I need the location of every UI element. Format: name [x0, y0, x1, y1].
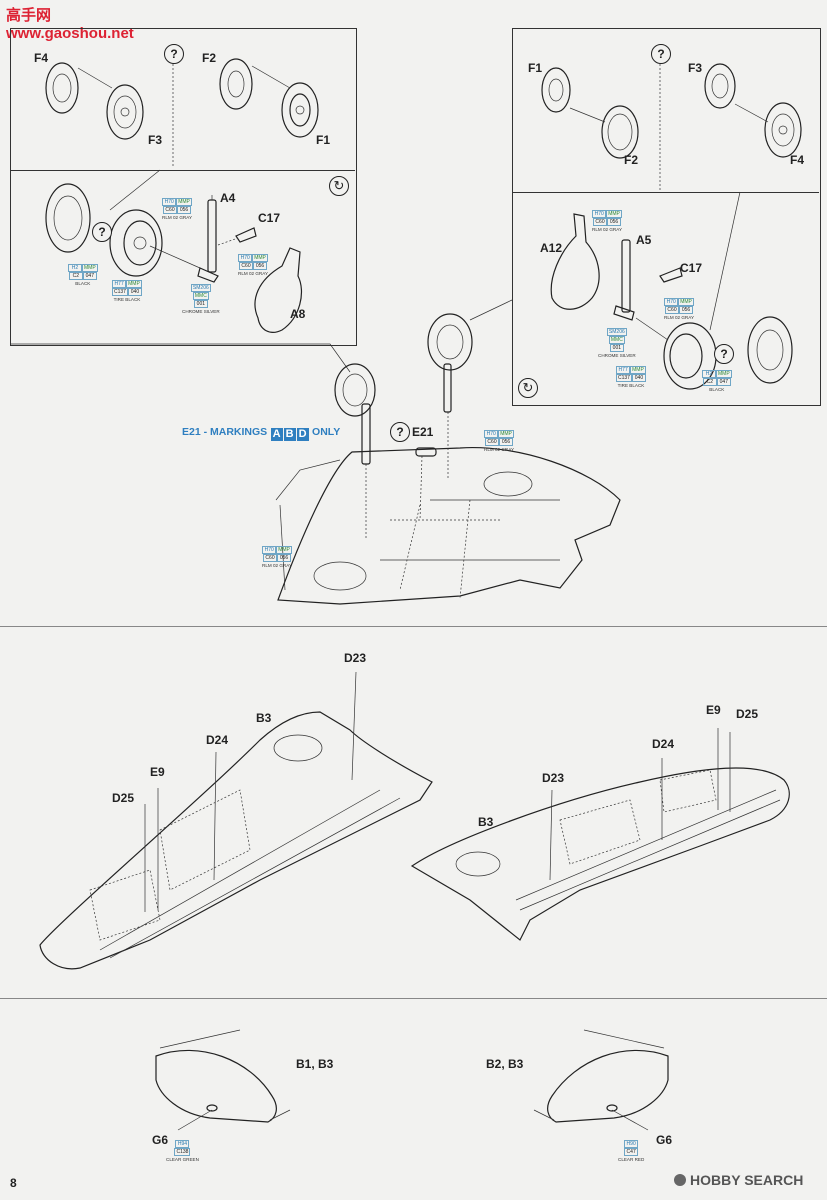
wheel-f4-right — [764, 102, 802, 158]
question-icon: ? — [651, 44, 671, 64]
label-b1-b3: B1, B3 — [296, 1057, 334, 1071]
part-c17-right — [659, 267, 683, 283]
right-callout-divider — [512, 192, 819, 193]
wheel-f3-left — [106, 84, 144, 140]
label-c17: C17 — [680, 261, 703, 275]
right-assembled-gear — [427, 313, 473, 478]
center-wing-underside — [275, 446, 621, 605]
footer-brand: HOBBY SEARCH — [674, 1172, 803, 1188]
label-d24: D24 — [652, 737, 675, 751]
marking-d: D — [296, 428, 309, 441]
left-gear-wheel — [109, 209, 163, 277]
label-f1: F1 — [316, 133, 331, 147]
label-g6: G6 — [152, 1133, 169, 1147]
section-separator-2 — [0, 998, 827, 999]
wheel-f4-left — [45, 62, 79, 114]
label-a4: A4 — [220, 191, 236, 205]
left-gear-strut — [197, 195, 219, 283]
label-d25: D25 — [736, 707, 759, 721]
label-d25: D25 — [112, 791, 135, 805]
label-a12: A12 — [540, 241, 563, 255]
gear-door-a12 — [550, 213, 600, 310]
label-a5: A5 — [636, 233, 652, 247]
paint-code-oleo: SM206 MMC 001 CHROME SILVER — [182, 284, 220, 314]
label-f4: F4 — [34, 51, 49, 65]
label-c17: C17 — [258, 211, 281, 225]
wheel-f2-right — [601, 105, 639, 159]
label-f3: F3 — [688, 61, 703, 75]
left-callout-divider — [10, 170, 355, 171]
page-number: 8 — [10, 1176, 17, 1190]
right-wing-underside — [410, 767, 790, 941]
label-f3: F3 — [148, 133, 163, 147]
e21-prefix: E21 - MARKINGS — [182, 426, 268, 438]
label-b3: B3 — [256, 711, 272, 725]
label-g6: G6 — [656, 1133, 673, 1147]
question-icon: ? — [164, 44, 184, 64]
left-wingtip — [155, 1029, 291, 1131]
label-b2-b3: B2, B3 — [486, 1057, 524, 1071]
question-icon: ? — [92, 222, 112, 242]
label-e9: E9 — [706, 703, 721, 717]
wheel-f1-right — [541, 67, 571, 113]
only-text: ONLY — [312, 426, 341, 438]
paint-code-clear-red: H90 C47 CLEAR RED — [618, 1140, 645, 1162]
marking-b: B — [283, 428, 296, 441]
left-wing-underside — [39, 711, 433, 970]
rotate-icon: ↻ — [518, 378, 538, 398]
wheel-f2-left — [219, 58, 253, 110]
wheel-f1-left — [281, 82, 319, 138]
marking-a: A — [270, 428, 283, 441]
right-gear-tire-spare — [747, 316, 793, 384]
label-a8: A8 — [290, 307, 306, 321]
hobbysearch-logo-icon — [674, 1174, 686, 1186]
section-separator-1 — [0, 626, 827, 627]
right-gear-strut — [613, 239, 635, 321]
left-assembled-gear — [334, 363, 376, 540]
paint-code-clear-green: H94 C138 CLEAR GREEN — [166, 1140, 199, 1162]
question-icon: ? — [714, 344, 734, 364]
label-b3: B3 — [478, 815, 494, 829]
label-d23: D23 — [542, 771, 565, 785]
right-wingtip — [533, 1029, 669, 1131]
label-e9: E9 — [150, 765, 165, 779]
label-f2: F2 — [624, 153, 639, 167]
part-c17-left — [235, 227, 257, 243]
label-f1: F1 — [528, 61, 543, 75]
wheel-f3-right — [704, 63, 736, 109]
label-f4: F4 — [790, 153, 805, 167]
gear-door-a8 — [254, 247, 303, 333]
label-d23: D23 — [344, 651, 367, 665]
left-gear-callout — [10, 28, 357, 346]
label-e21: E21 — [412, 425, 434, 439]
part-e21 — [415, 447, 437, 521]
label-f2: F2 — [202, 51, 217, 65]
left-gear-tire-spare — [45, 183, 91, 253]
question-icon: ? — [390, 422, 410, 442]
rotate-icon: ↻ — [329, 176, 349, 196]
right-gear-callout — [512, 28, 821, 406]
paint-code-oleo: SM206 MMC 001 CHROME SILVER — [598, 328, 636, 358]
label-d24: D24 — [206, 733, 229, 747]
